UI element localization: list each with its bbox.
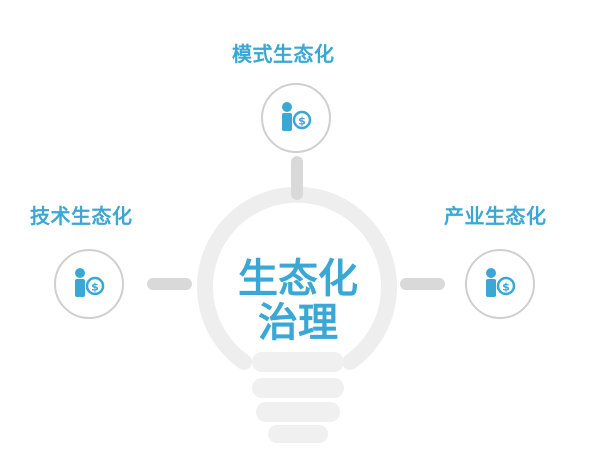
bulb-base-stripe [252,352,344,372]
bulb-base-tip [268,425,328,443]
bulb-base-stripe [256,402,340,422]
center-title-line1: 生态化 [238,256,358,302]
person-coin-icon: $ [75,268,105,297]
node-left: $ [54,249,124,319]
node-left-label: 技术生态化 [30,204,133,228]
person-coin-icon: $ [486,268,516,297]
node-right-label: 产业生态化 [444,204,547,228]
svg-text:$: $ [502,281,510,294]
node-top: $ [261,83,331,153]
node-right: $ [465,249,535,319]
svg-text:$: $ [91,281,99,294]
person-coin-icon: $ [282,102,312,131]
node-top-label: 模式生态化 [232,42,335,66]
svg-text:$: $ [298,115,306,128]
center-title-line2: 治理 [258,300,338,346]
bulb-base-stripe [252,378,344,398]
